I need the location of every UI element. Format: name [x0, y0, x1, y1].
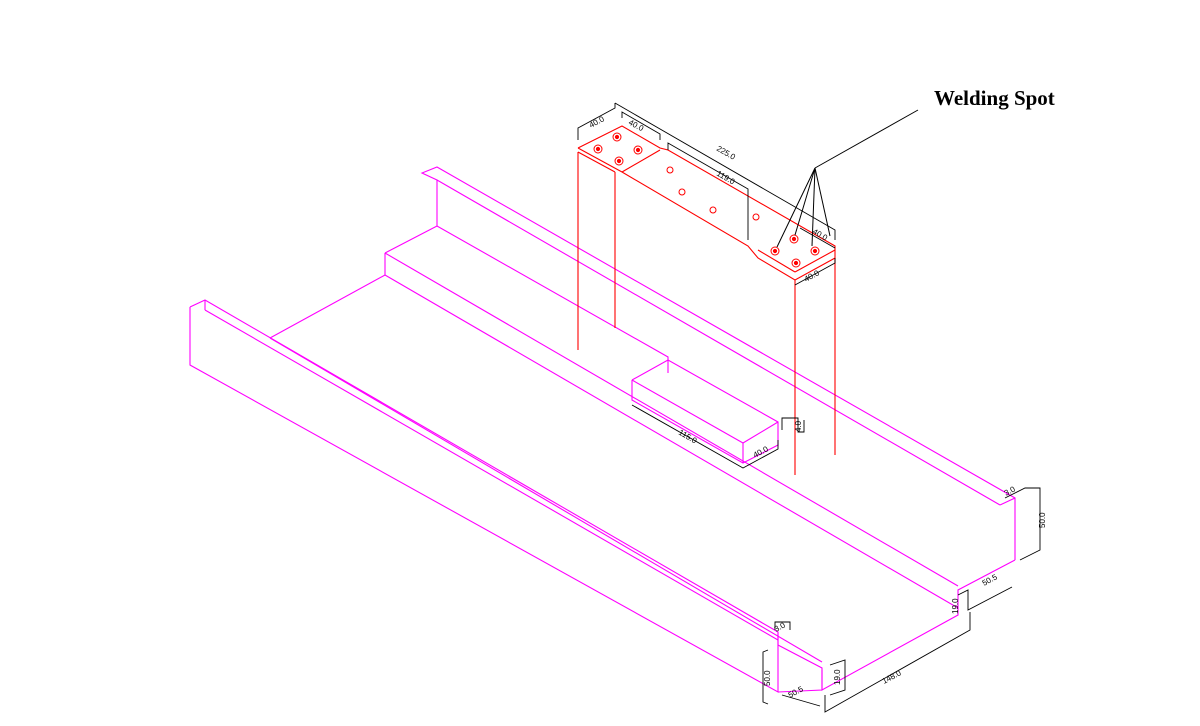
weld-spot	[593, 144, 603, 154]
dimension-labels: 40.0 40.0 225.0 119.0 40.0 40.0 115.0 40…	[588, 114, 1047, 700]
right-wall-lip	[999, 497, 1016, 506]
weld-spot	[614, 156, 624, 166]
dim-label: 40.0	[752, 444, 770, 460]
dim-label: 19.0	[951, 598, 960, 614]
bracket-mid-inner	[621, 149, 661, 173]
dimension-lines	[577, 102, 1041, 713]
bracket	[577, 125, 836, 475]
dim-label: 50.5	[787, 684, 805, 700]
dim-label: 50.5	[981, 572, 999, 588]
small-block-side	[742, 421, 779, 444]
dim-label: 40.0	[803, 268, 821, 284]
leader-lines	[776, 109, 919, 248]
weld-spot	[789, 234, 799, 244]
small-block-edge	[631, 379, 744, 444]
small-block	[631, 359, 779, 464]
weld-spot	[770, 246, 780, 256]
leader-line	[794, 167, 816, 236]
center-step-front	[384, 274, 959, 609]
weld-spot	[612, 132, 622, 142]
leader-line	[811, 167, 816, 247]
channel-profile	[189, 166, 1016, 693]
dim-label: 40.0	[588, 114, 606, 130]
floor-left-edge	[269, 337, 823, 663]
mounting-hole	[678, 188, 686, 196]
left-wall-outline	[189, 299, 779, 693]
welding-spot-label: Welding Spot	[934, 86, 1055, 110]
leader-line	[814, 109, 919, 169]
dim-label: 50.0	[1038, 512, 1047, 528]
bracket-top-outline	[577, 125, 836, 281]
bracket-right-edge	[794, 249, 836, 273]
dim-label: 148.0	[881, 668, 903, 686]
mounting-hole	[666, 166, 674, 174]
weld-spots	[593, 132, 820, 268]
weld-spot	[633, 145, 643, 155]
right-wall-outline	[420, 166, 1016, 560]
left-end-profile	[777, 632, 823, 693]
weld-spot	[810, 246, 820, 256]
center-step-upper	[384, 252, 959, 587]
mounting-hole	[709, 206, 717, 214]
mounting-holes	[666, 166, 760, 221]
dim-label: 3.0	[1003, 484, 1018, 497]
center-step-top	[384, 225, 669, 373]
bracket-right-inner	[757, 249, 796, 273]
leader-line	[776, 167, 816, 248]
dim-label: 19.0	[833, 669, 842, 685]
dim-label: 4.0	[794, 420, 803, 432]
dim-label: 40.0	[811, 227, 829, 243]
floor-back-edge	[269, 274, 386, 339]
dim-label: 115.0	[677, 428, 699, 446]
right-wall-top	[436, 179, 1001, 506]
dim-label: 225.0	[715, 144, 737, 162]
left-wall-top-edge	[204, 309, 779, 641]
bracket-top-inner	[577, 151, 616, 173]
weld-spot	[791, 258, 801, 268]
leader-line	[814, 167, 831, 237]
dim-label: 50.0	[763, 670, 772, 686]
mounting-hole	[752, 213, 760, 221]
